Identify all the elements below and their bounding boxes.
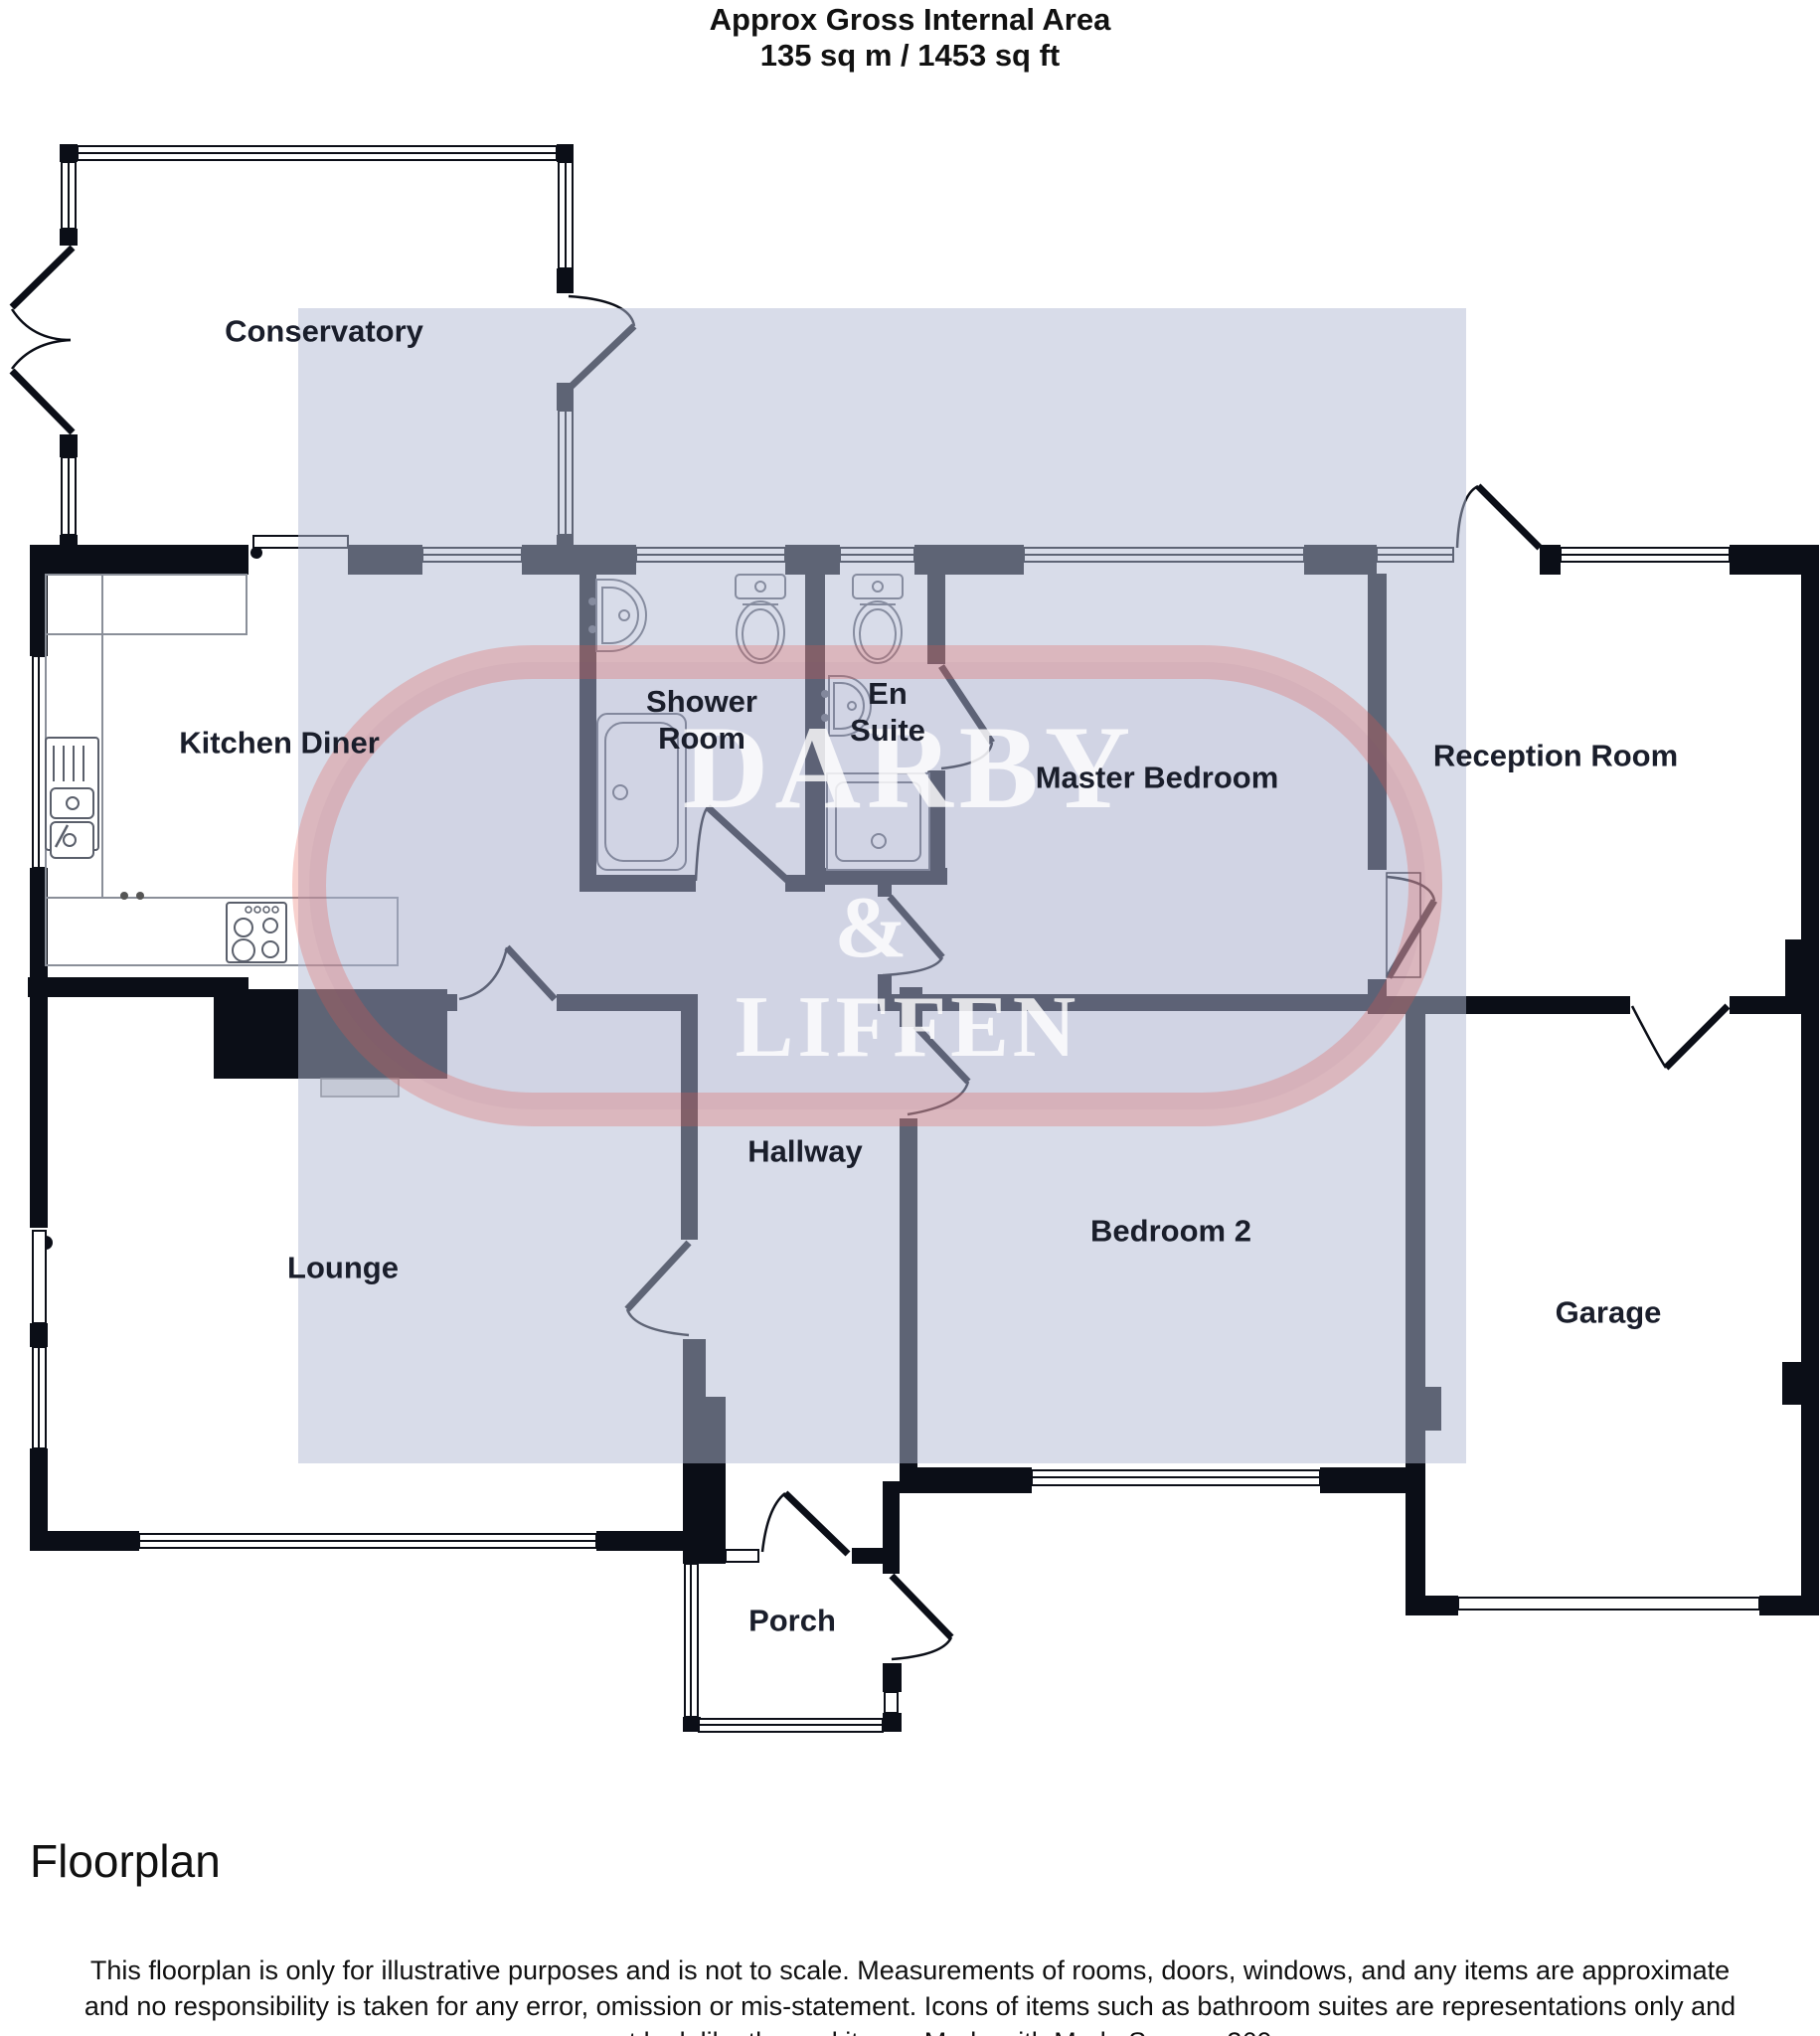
watermark-ring xyxy=(292,645,1442,1126)
side-door xyxy=(32,1230,53,1324)
watermark: DARBY & LIFFEN xyxy=(292,308,1466,1463)
room-label-reception-room: Reception Room xyxy=(1432,738,1679,773)
room-label-conservatory: Conservatory xyxy=(225,313,423,349)
room-label-master-bedroom: Master Bedroom xyxy=(1035,760,1279,795)
window xyxy=(32,1346,47,1449)
window xyxy=(61,161,77,230)
garage-door xyxy=(1457,1597,1760,1611)
window xyxy=(77,145,558,161)
watermark-line1: DARBY xyxy=(683,701,1137,833)
room-label-garage: Garage xyxy=(1555,1294,1662,1330)
door-reception-entrance xyxy=(1455,483,1543,551)
door-reception-garage xyxy=(1630,1003,1731,1071)
door-hallway-porch xyxy=(760,1490,851,1557)
disclaimer-text: This floorplan is only for illustrative … xyxy=(0,1952,1820,2036)
title-line2: 135 sq m / 1453 sq ft xyxy=(759,38,1061,73)
room-label-lounge: Lounge xyxy=(287,1250,399,1285)
room-label-hallway: Hallway xyxy=(747,1133,863,1169)
watermark-line2: & xyxy=(834,880,907,976)
kitchen-counter-icon xyxy=(45,574,399,966)
window xyxy=(725,1549,759,1563)
window xyxy=(1560,547,1731,563)
title-line1: Approx Gross Internal Area xyxy=(709,2,1111,37)
window xyxy=(698,1718,884,1733)
french-doors-icon xyxy=(9,245,76,435)
watermark-panel xyxy=(298,308,1466,1463)
window xyxy=(32,655,47,869)
hob-icon xyxy=(226,902,287,963)
disclaimer-line2: and no responsibility is taken for any e… xyxy=(83,1991,1737,2021)
room-label-kitchen-diner: Kitchen Diner xyxy=(179,725,380,761)
window xyxy=(1031,1469,1321,1486)
door-porch-front xyxy=(889,1573,954,1661)
floorplan-heading: Floorplan xyxy=(30,1835,221,1887)
window xyxy=(61,456,77,536)
window xyxy=(884,1691,899,1714)
room-label-porch: Porch xyxy=(748,1603,836,1638)
disclaimer-line1: This floorplan is only for illustrative … xyxy=(89,1955,1731,1985)
window xyxy=(138,1533,597,1549)
window xyxy=(684,1563,699,1718)
watermark-line3: LIFFEN xyxy=(736,979,1080,1076)
gross-internal-area-title: Approx Gross Internal Area 135 sq m / 14… xyxy=(0,2,1820,74)
kitchen-sink-icon xyxy=(45,737,99,859)
window xyxy=(558,161,574,269)
room-label-bedroom-2: Bedroom 2 xyxy=(1090,1213,1251,1249)
disclaimer-line3: may not look like the real items. Made w… xyxy=(0,2024,1820,2036)
